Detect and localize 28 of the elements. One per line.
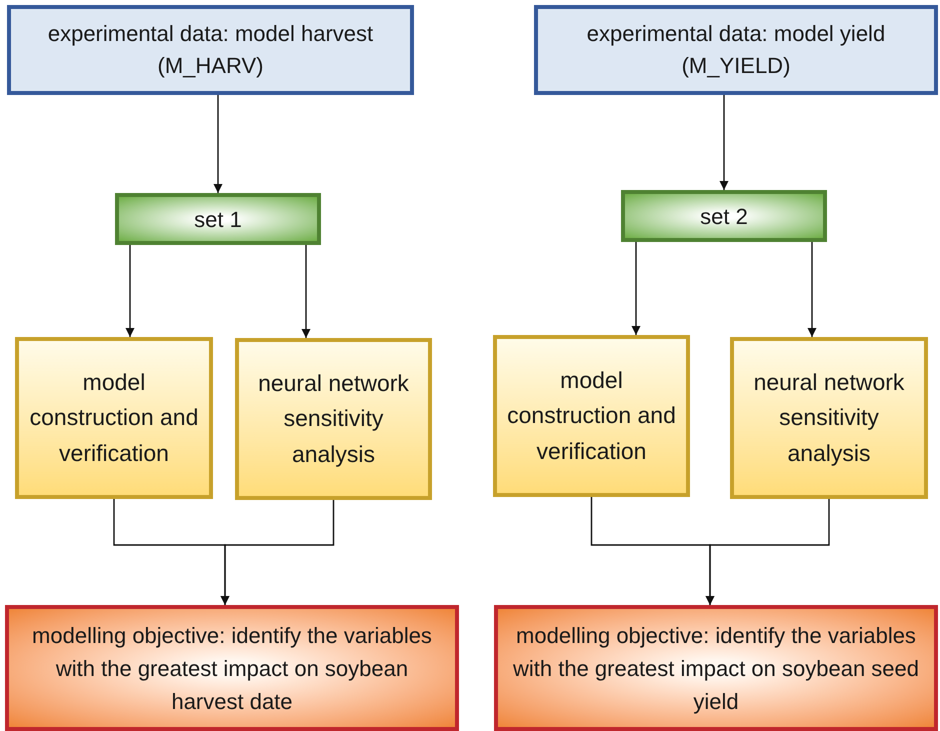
node-text: set 1 bbox=[194, 206, 242, 234]
task-box bbox=[235, 338, 432, 500]
node-text: model construction and verification bbox=[28, 368, 200, 468]
node-text: modelling objective: identify the variables with the greatest impact on soybean seed yield bbox=[512, 622, 920, 716]
objective-box bbox=[5, 605, 459, 731]
set-box bbox=[115, 193, 321, 245]
objective-box bbox=[494, 605, 938, 731]
node-text: modelling objective: identify the variables with the greatest impact on soybean harvest date bbox=[31, 622, 433, 716]
task-box bbox=[730, 337, 928, 499]
arrow bbox=[808, 242, 816, 337]
arrow bbox=[220, 500, 334, 605]
arrow bbox=[632, 242, 640, 335]
arrow bbox=[706, 499, 830, 605]
data-box bbox=[534, 5, 938, 95]
arrow bbox=[126, 245, 134, 337]
node-text: neural network sensitivity analysis bbox=[752, 368, 906, 468]
data-box bbox=[7, 5, 414, 95]
arrow bbox=[720, 95, 728, 190]
node-text: experimental data: model yield (M_YIELD) bbox=[586, 20, 886, 80]
arrow bbox=[214, 95, 222, 193]
node-text: set 2 bbox=[700, 202, 748, 230]
node-text: experimental data: model harvest (M_HARV) bbox=[46, 20, 374, 80]
node-text: neural network sensitivity analysis bbox=[257, 368, 410, 469]
set-box bbox=[621, 190, 827, 242]
arrow bbox=[302, 245, 310, 338]
task-box bbox=[15, 337, 213, 499]
task-box bbox=[493, 335, 690, 497]
node-text: model construction and verification bbox=[506, 366, 677, 466]
